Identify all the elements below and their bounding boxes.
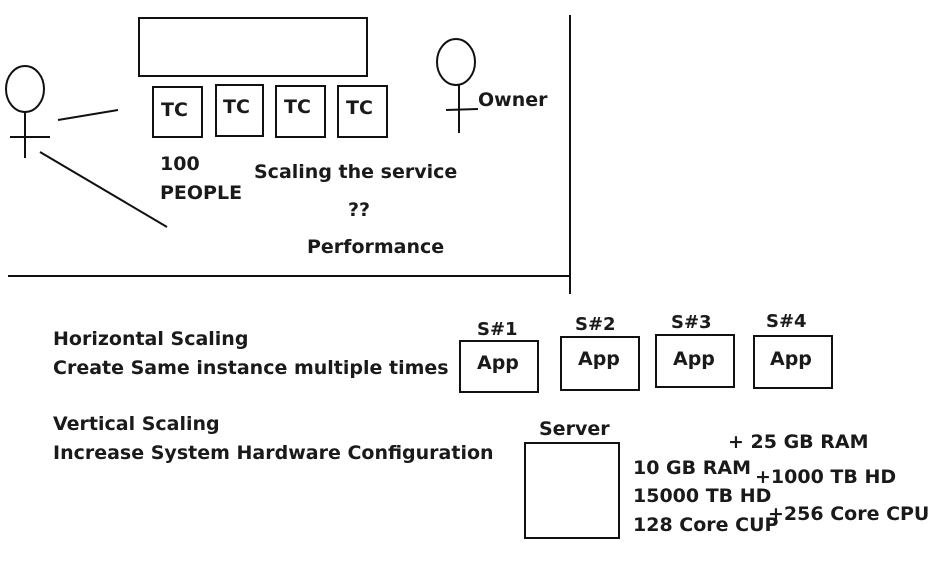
added-spec-ram: + 25 GB RAM [728,431,869,453]
tc-label: TC [346,97,373,119]
vertical-scaling-title: Vertical Scaling [53,413,220,435]
app-server-box [560,336,640,391]
server-title: Server [539,418,610,440]
app-label: App [770,348,812,370]
app-label: App [578,348,620,370]
owner-stick-figure [436,38,479,133]
added-spec-hd: +1000 TB HD [755,466,897,488]
tc-label: TC [223,96,250,118]
tc-box [215,84,264,137]
people-word: PEOPLE [160,182,243,204]
owner-label: Owner [478,89,548,111]
tc-box [337,85,388,138]
tc-label: TC [161,99,188,121]
server-label: S#1 [477,319,518,340]
app-server-box [459,340,539,393]
vertical-scaling-desc: Increase System Hardware Configuration [53,442,494,464]
performance-text: Performance [307,236,445,258]
question-marks: ?? [348,199,371,221]
scaling-text: Scaling the service [254,161,458,183]
horizontal-scaling-title: Horizontal Scaling [53,328,249,350]
connector-line [57,109,119,121]
server-label: S#3 [671,312,712,333]
app-label: App [673,348,715,370]
server-label: S#4 [766,311,807,332]
base-spec-ram: 10 GB RAM [633,457,751,479]
connector-line [39,151,168,228]
base-spec-cpu: 128 Core CUP [633,514,779,536]
app-label: App [477,352,519,374]
tc-box [275,85,326,138]
base-spec-hd: 15000 TB HD [633,485,772,507]
app-server-box [753,335,833,389]
tc-label: TC [284,96,311,118]
people-count: 100 [160,153,200,175]
tc-box [152,86,203,138]
service-box [138,17,368,77]
user-stick-figure [5,65,50,158]
horizontal-scaling-desc: Create Same instance multiple times [53,357,449,379]
server-box [524,442,620,539]
added-spec-cpu: +256 Core CPU [768,503,929,525]
app-server-box [655,334,735,388]
server-label: S#2 [575,314,616,335]
